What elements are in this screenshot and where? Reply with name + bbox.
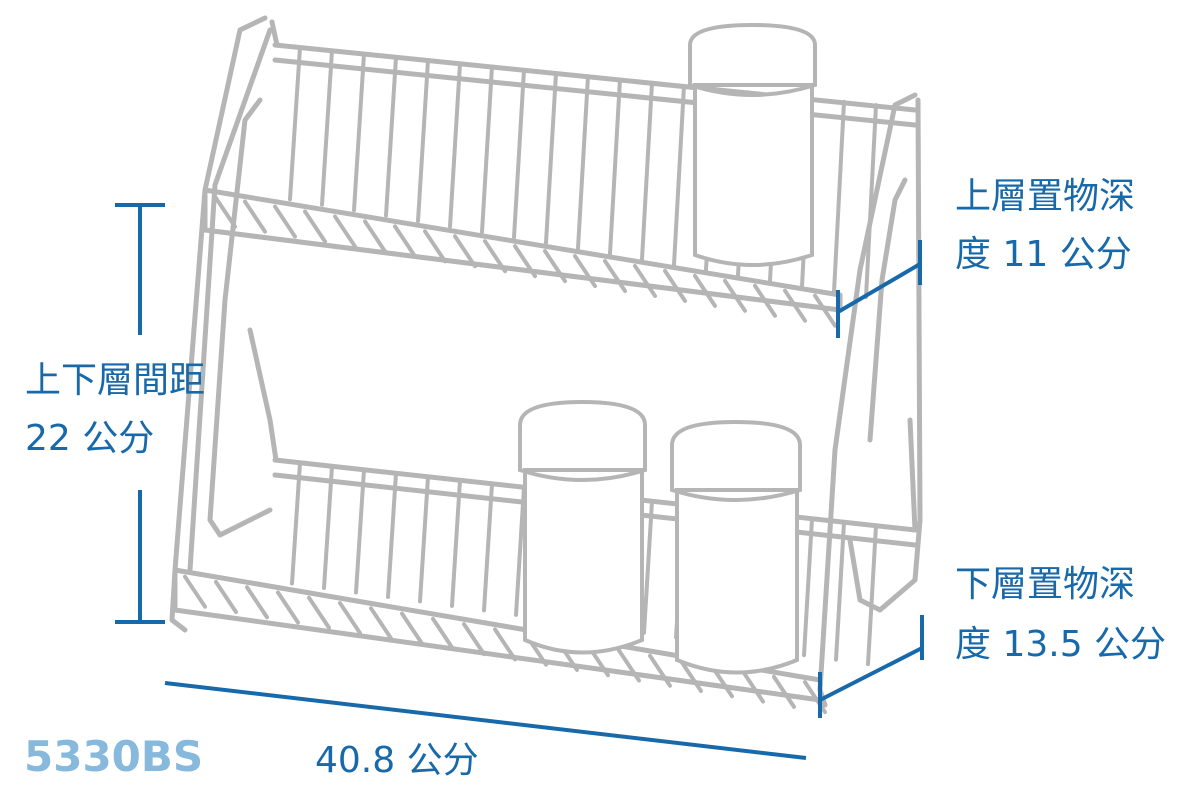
gap-label-line2: 22 公分 [25, 418, 155, 459]
shelf-slat [741, 669, 765, 704]
wire [288, 45, 302, 202]
wire [514, 485, 526, 617]
shelf-slat [431, 616, 455, 651]
wire [512, 67, 526, 240]
jar-upper [688, 22, 817, 267]
shelf-slat [462, 622, 486, 657]
shelf-slat [573, 254, 597, 289]
shelf-slat [617, 648, 641, 683]
shelf-slat [693, 273, 717, 308]
shelf-slat [393, 224, 417, 259]
shelf-slat [183, 574, 207, 609]
shelf-slat [493, 627, 517, 662]
wire [672, 83, 686, 267]
lower-depth-dimension [818, 615, 924, 718]
shelf-slat [679, 659, 703, 694]
wire [642, 499, 654, 635]
wire [832, 99, 846, 294]
shelf-slat [453, 234, 477, 269]
gap-label-line1: 上下層間距 [25, 360, 206, 401]
left-side-frame [169, 15, 280, 633]
shelf-slat [423, 229, 447, 264]
shelf-slat [723, 278, 747, 313]
right-side-frame [817, 92, 923, 708]
shelf-slat [276, 590, 300, 625]
shelf-slat [483, 239, 507, 274]
wire [450, 478, 462, 608]
shelf-slat [338, 601, 362, 636]
shelf-slat [369, 606, 393, 641]
upper-depth-label-line2: 度 11 公分 [955, 234, 1132, 275]
gap-dimension-bottom [115, 490, 165, 624]
shelf-slat [303, 209, 327, 244]
wire [482, 481, 494, 613]
shelf-slat [363, 219, 387, 254]
wire [416, 58, 430, 224]
wire [640, 80, 654, 262]
jar-lower-left [518, 399, 647, 655]
shelf-slat [213, 194, 237, 229]
wire [448, 61, 462, 229]
shelf-slat [513, 244, 537, 279]
wire [834, 520, 846, 662]
shelf-slat [400, 611, 424, 646]
jar-lower-right [670, 419, 802, 675]
wire [290, 460, 302, 586]
lower-depth-label-line1: 下層置物深 [955, 564, 1136, 605]
wire [322, 464, 334, 590]
wire [866, 524, 878, 667]
shelf-slat [273, 204, 297, 239]
wire [418, 474, 430, 604]
shelf-slat [603, 259, 627, 293]
width-dimension [164, 681, 807, 760]
upper-depth-label-line1: 上層置物深 [955, 176, 1136, 217]
model-number: 5330BS [24, 732, 204, 781]
wire [576, 74, 590, 251]
wire [352, 51, 366, 213]
shelf-slat [243, 199, 267, 234]
shelf-slat [783, 288, 807, 323]
shelf-slat [633, 263, 657, 298]
wire [544, 71, 558, 245]
shelf-slat [648, 653, 672, 688]
wire [354, 467, 366, 595]
wire [802, 517, 814, 658]
shelf-slat [245, 585, 269, 620]
wire [608, 77, 622, 256]
wire [384, 55, 398, 218]
shelf-slat [214, 579, 238, 614]
shelf-slat [753, 283, 777, 318]
dimension-lines [115, 203, 924, 760]
shelf-slat [307, 595, 331, 630]
wire [386, 471, 398, 599]
wire [864, 103, 878, 300]
width-label: 40.8 公分 [315, 740, 479, 781]
shelf-slat [772, 674, 796, 709]
wire [480, 64, 494, 234]
gap-dimension-top [115, 203, 165, 335]
wire [320, 48, 334, 207]
shelf-slat [813, 293, 837, 328]
upper-shelf-rails [202, 42, 918, 313]
shelf-slat [333, 214, 357, 249]
shelf-slat [663, 268, 687, 303]
shelf-slat [543, 249, 567, 284]
lower-depth-label-line2: 度 13.5 公分 [955, 624, 1167, 665]
upper-depth-dimension [836, 240, 922, 338]
